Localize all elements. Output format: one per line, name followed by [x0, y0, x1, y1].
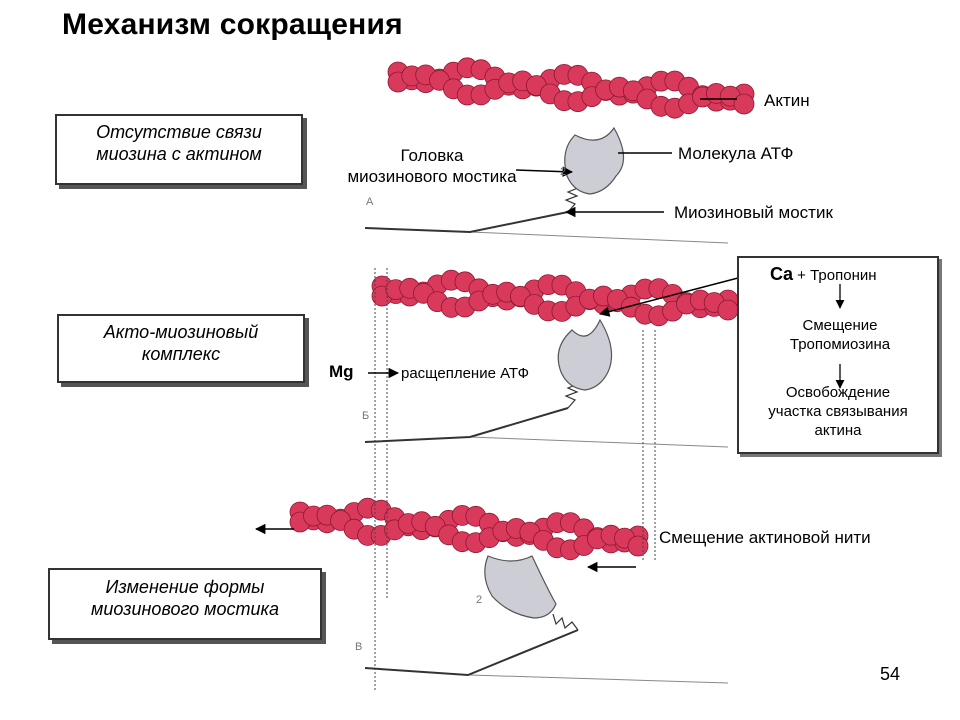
- shape-change-line-1: Изменение формы: [105, 577, 265, 597]
- tropomyosin-shift-line-2: Тропомиозина: [789, 336, 891, 353]
- panel-letter-a: А: [366, 196, 374, 208]
- head-label-line-2: миозинового мостика: [347, 167, 517, 186]
- filament-trace-2: [469, 436, 729, 448]
- atp-molecule-label: Молекула АТФ: [678, 144, 794, 163]
- head-number-v: 2: [476, 594, 483, 606]
- page-title: Механизм сокращения: [62, 8, 403, 41]
- binding-release-line-3: актина: [814, 422, 862, 439]
- plus-troponin-label: + Тропонин: [793, 267, 877, 284]
- spring-v: [552, 613, 579, 631]
- calcium-cascade-box: [737, 256, 939, 454]
- myosin-head-b: [557, 318, 613, 391]
- no-link-line-2: миозина с актином: [96, 144, 262, 164]
- binding-release-line-2: участка связывания: [768, 403, 908, 420]
- panel-letter-v: В: [355, 641, 363, 653]
- shape-change-box: Изменение формы миозинового мостика: [48, 568, 322, 640]
- spring-b: [564, 383, 579, 409]
- actin-filament-2: [371, 269, 739, 327]
- head-number-a: 2: [560, 166, 567, 178]
- complex-line-1: Акто-миозиновый: [103, 322, 259, 342]
- mg-label: Mg: [329, 362, 354, 381]
- atp-split-label: расщепление АТФ: [401, 365, 529, 382]
- myosin-arm-v: [364, 629, 579, 677]
- actin-bead: [733, 93, 755, 115]
- actin-bead: [717, 299, 739, 321]
- actin-filament-1: [387, 57, 755, 119]
- myosin-arm-a: [364, 211, 569, 234]
- calcium-line: Ca + Тропонин: [770, 264, 877, 285]
- binding-release-line-1: Освобождение: [785, 384, 891, 401]
- no-link-box: Отсутствие связи миозина с актином: [55, 114, 303, 185]
- no-link-line-1: Отсутствие связи: [96, 122, 262, 142]
- head-arrow: [515, 166, 574, 177]
- spring-a: [564, 187, 579, 213]
- myosin-head-a: [564, 126, 625, 195]
- actin-bead: [627, 535, 649, 557]
- panel-letter-b: Б: [362, 410, 370, 422]
- complex-line-2: комплекс: [141, 344, 221, 364]
- calcium-label: Ca: [770, 264, 794, 284]
- filament-trace-3: [469, 674, 729, 684]
- actin-filament-3: [289, 497, 649, 561]
- complex-box: Акто-миозиновый комплекс: [57, 314, 305, 383]
- head-label-line-1: Головка: [400, 146, 464, 165]
- actin-shift-label: Смещение актиновой нити: [659, 528, 871, 547]
- actin-label: Актин: [764, 91, 810, 110]
- binding-site-release-label: Освобождение участка связывания актина: [738, 383, 938, 440]
- bridge-label: Миозиновый мостик: [674, 203, 833, 222]
- shape-change-line-2: миозинового мостика: [90, 599, 279, 619]
- ca-binding-arrow: [598, 277, 739, 317]
- tropomyosin-shift-label: Смещение Тропомиозина: [740, 316, 940, 354]
- page-number: 54: [880, 664, 901, 684]
- tropomyosin-shift-line-1: Смещение: [802, 317, 878, 334]
- myosin-head-v: [484, 555, 557, 619]
- head-label: Головка миозинового мостика: [322, 145, 542, 187]
- filament-trace-1: [469, 231, 729, 244]
- myosin-arm-b: [364, 407, 569, 443]
